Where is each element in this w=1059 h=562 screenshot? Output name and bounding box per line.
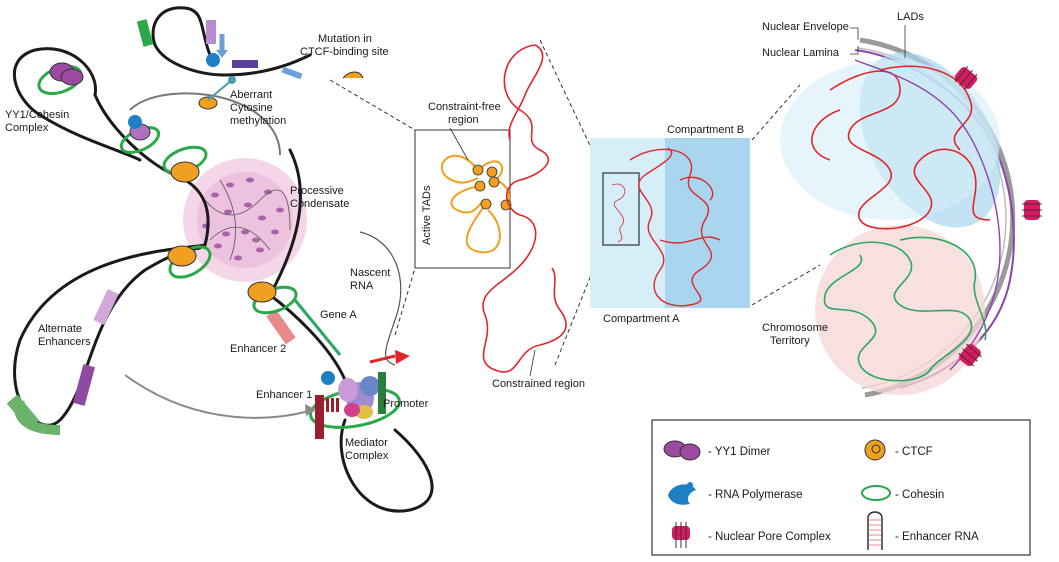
enhancer-1-label: Enhancer 1 <box>256 389 312 401</box>
condensate-blobs <box>202 177 284 261</box>
chromosome-territory-label: Chromosome Territory <box>762 322 831 347</box>
tad-panel: Constraint-free region Active TADs Const… <box>414 39 604 390</box>
compartment-panel: Compartment A Compartment B <box>590 84 821 325</box>
ctcf-proteins <box>167 96 277 303</box>
yy1-dimer-icon <box>663 440 701 461</box>
yy1-dimers <box>49 62 151 141</box>
rna-polymerases <box>128 53 335 385</box>
processive-condensate-label: Processive Condensate <box>290 185 349 210</box>
legend-yy1-label: - YY1 Dimer <box>708 446 771 458</box>
legend: - YY1 Dimer - CTCF - RNA Polymerase - Co… <box>651 419 1031 556</box>
legend-npc-label: - Nuclear Pore Complex <box>708 531 831 543</box>
nuclear-lamina-label: Nuclear Lamina <box>762 47 840 59</box>
compartment-a-label: Compartment A <box>603 313 680 325</box>
red-chromatin-chain <box>482 44 567 373</box>
legend-cohesin-label: - Cohesin <box>895 489 944 501</box>
mediator-complex-label: Mediator Complex <box>345 437 391 462</box>
mediator-complex <box>338 376 380 419</box>
rna-polymerase-icon <box>668 482 696 505</box>
aberrant-methylation-label: Aberrant Cytosine methylation <box>230 89 286 127</box>
nuclear-pore-complexes <box>954 66 1042 367</box>
left-panel: YY1/Cohesin Complex Mutation in CTCF-bin… <box>5 6 434 513</box>
mutation-label: Mutation in CTCF-binding site <box>300 33 389 58</box>
ctcf-icon <box>864 439 886 461</box>
constrained-region-label: Constrained region <box>492 378 585 390</box>
green-chromosome <box>823 236 987 382</box>
promoter-label: Promoter <box>383 398 429 410</box>
gene-a-label: Gene A <box>320 309 357 321</box>
tad-ctcf-sites <box>472 164 512 211</box>
yy1-cohesin-label: YY1/Cohesin Complex <box>5 109 72 134</box>
compartment-b-label: Compartment B <box>667 124 744 136</box>
promoter-block <box>378 372 386 414</box>
cohesin-icon <box>861 485 891 501</box>
active-tads-label: Active TADs <box>421 185 433 245</box>
alternate-enhancers-label: Alternate Enhancers <box>38 323 91 348</box>
compartment-b-region <box>665 138 750 308</box>
tad-loops <box>441 155 511 254</box>
compartment-chain <box>629 147 721 307</box>
legend-enhancer-rna-label: - Enhancer RNA <box>895 531 979 543</box>
enhancer-rna-icon <box>867 511 883 550</box>
constraint-free-label: Constraint-free region <box>428 101 504 126</box>
red-territory <box>780 60 1000 220</box>
nucleus-panel: Nuclear Envelope Nuclear Lamina LADs Chr… <box>762 11 1042 398</box>
red-chromosome <box>811 65 991 230</box>
legend-rnapol-label: - RNA Polymerase <box>708 489 803 501</box>
lads-label: LADs <box>897 11 924 23</box>
legend-ctcf-label: - CTCF <box>895 446 933 458</box>
nuclear-pore-complex-icon <box>672 522 690 548</box>
nuclear-envelope-label: Nuclear Envelope <box>762 21 849 33</box>
enhancer-2-label: Enhancer 2 <box>230 343 286 355</box>
enhancer-1-block <box>315 395 339 439</box>
nascent-rna-label: Nascent RNA <box>350 267 393 292</box>
legend-box <box>651 419 1031 556</box>
